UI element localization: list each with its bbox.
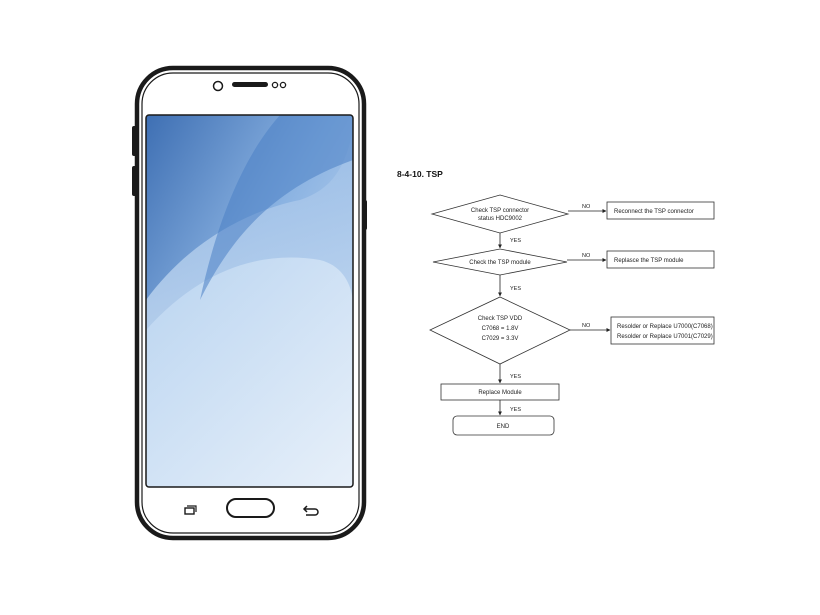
- back-icon: [302, 505, 319, 516]
- action-replace-module-label: Replace Module: [478, 390, 522, 396]
- action-replace-tsp-label: Replasce the TSP module: [614, 258, 684, 264]
- sensor-icon-2: [279, 81, 287, 89]
- home-button: [226, 498, 275, 518]
- earpiece-speaker: [232, 82, 268, 87]
- terminal-end: [452, 415, 555, 436]
- front-camera-icon: [212, 80, 224, 92]
- edge-label-no-1: NO: [582, 204, 591, 210]
- terminal-end-label: END: [497, 424, 510, 430]
- wallpaper: [146, 115, 353, 487]
- decision-check-vdd-line3: C7029 = 3.3V: [482, 336, 519, 342]
- flowchart-title: 8-4-10. TSP: [397, 169, 443, 179]
- decision-check-connector: [430, 194, 570, 234]
- decision-check-connector-line1: Check TSP connector: [471, 208, 529, 214]
- screen: [145, 114, 354, 488]
- decision-check-connector-line2: status HDC9002: [478, 216, 523, 222]
- action-reconnect-label: Reconnect the TSP connector: [614, 209, 694, 215]
- decision-check-module-label: Check the TSP module: [469, 260, 531, 266]
- edge-label-yes-2: YES: [510, 286, 521, 292]
- action-reconnect: [606, 201, 715, 220]
- sensor-icon: [271, 81, 279, 89]
- decision-check-vdd-line1: Check TSP VDD: [478, 316, 523, 322]
- recent-apps-icon: [184, 505, 197, 515]
- action-resolder-line1: Resolder or Replace U7000(C7068): [617, 324, 713, 330]
- edge-label-yes-3: YES: [510, 374, 521, 380]
- action-resolder: [610, 316, 715, 345]
- action-replace-tsp: [606, 250, 715, 269]
- edge-label-yes-4: YES: [510, 407, 521, 413]
- phone-inner-frame: [141, 72, 360, 534]
- edge-label-no-3: NO: [582, 323, 591, 329]
- decision-check-vdd-line2: C7068 = 1.8V: [482, 326, 519, 332]
- action-resolder-line2: Resolder or Replace U7001(C7029): [617, 334, 713, 340]
- edge-label-yes-1: YES: [510, 238, 521, 244]
- edge-label-no-2: NO: [582, 253, 591, 259]
